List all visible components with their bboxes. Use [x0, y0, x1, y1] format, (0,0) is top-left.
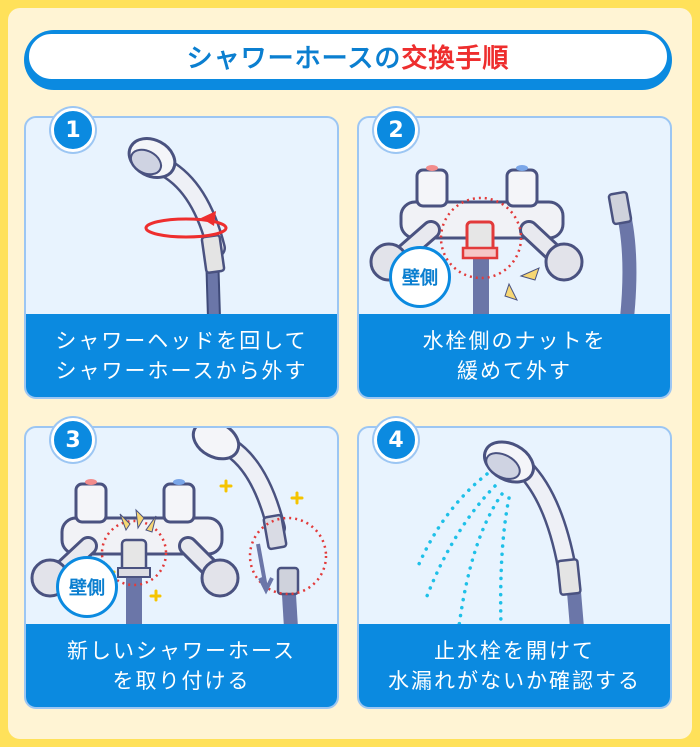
- title-highlight: 交換手順: [401, 44, 510, 74]
- step-1-card: シャワーヘッドを回して シャワーホースから外す: [24, 116, 339, 399]
- step-4-badge: 4: [374, 418, 418, 462]
- faucet-icon: [369, 165, 637, 318]
- step-4-card: 止水栓を開けて 水漏れがないか確認する: [357, 426, 672, 709]
- shower-head-icon: [483, 440, 584, 628]
- wall-side-label: 壁側: [389, 246, 451, 308]
- wall-side-label: 壁側: [56, 556, 118, 618]
- water-spray-icon: [417, 472, 511, 628]
- step-2-badge: 2: [374, 108, 418, 152]
- rotate-arrow-icon: [144, 211, 228, 239]
- step-4-caption: 止水栓を開けて 水漏れがないか確認する: [359, 624, 670, 707]
- step-1-badge: 1: [51, 108, 95, 152]
- step-1-caption: シャワーヘッドを回して シャワーホースから外す: [26, 314, 337, 397]
- step-3-caption: 新しいシャワーホース を取り付ける: [26, 624, 337, 707]
- title-prefix: シャワーホースの: [186, 44, 402, 74]
- step-2-caption: 水栓側のナットを 緩めて外す: [359, 314, 670, 397]
- step-3-card: 壁側 新しいシャワーホース を取り付ける: [24, 426, 339, 709]
- step-3-badge: 3: [51, 418, 95, 462]
- page-title: シャワーホースの交換手順: [26, 31, 670, 82]
- step-2-card: 壁側 水栓側のナットを 緩めて外す: [357, 116, 672, 399]
- shower-head-icon: [191, 428, 328, 628]
